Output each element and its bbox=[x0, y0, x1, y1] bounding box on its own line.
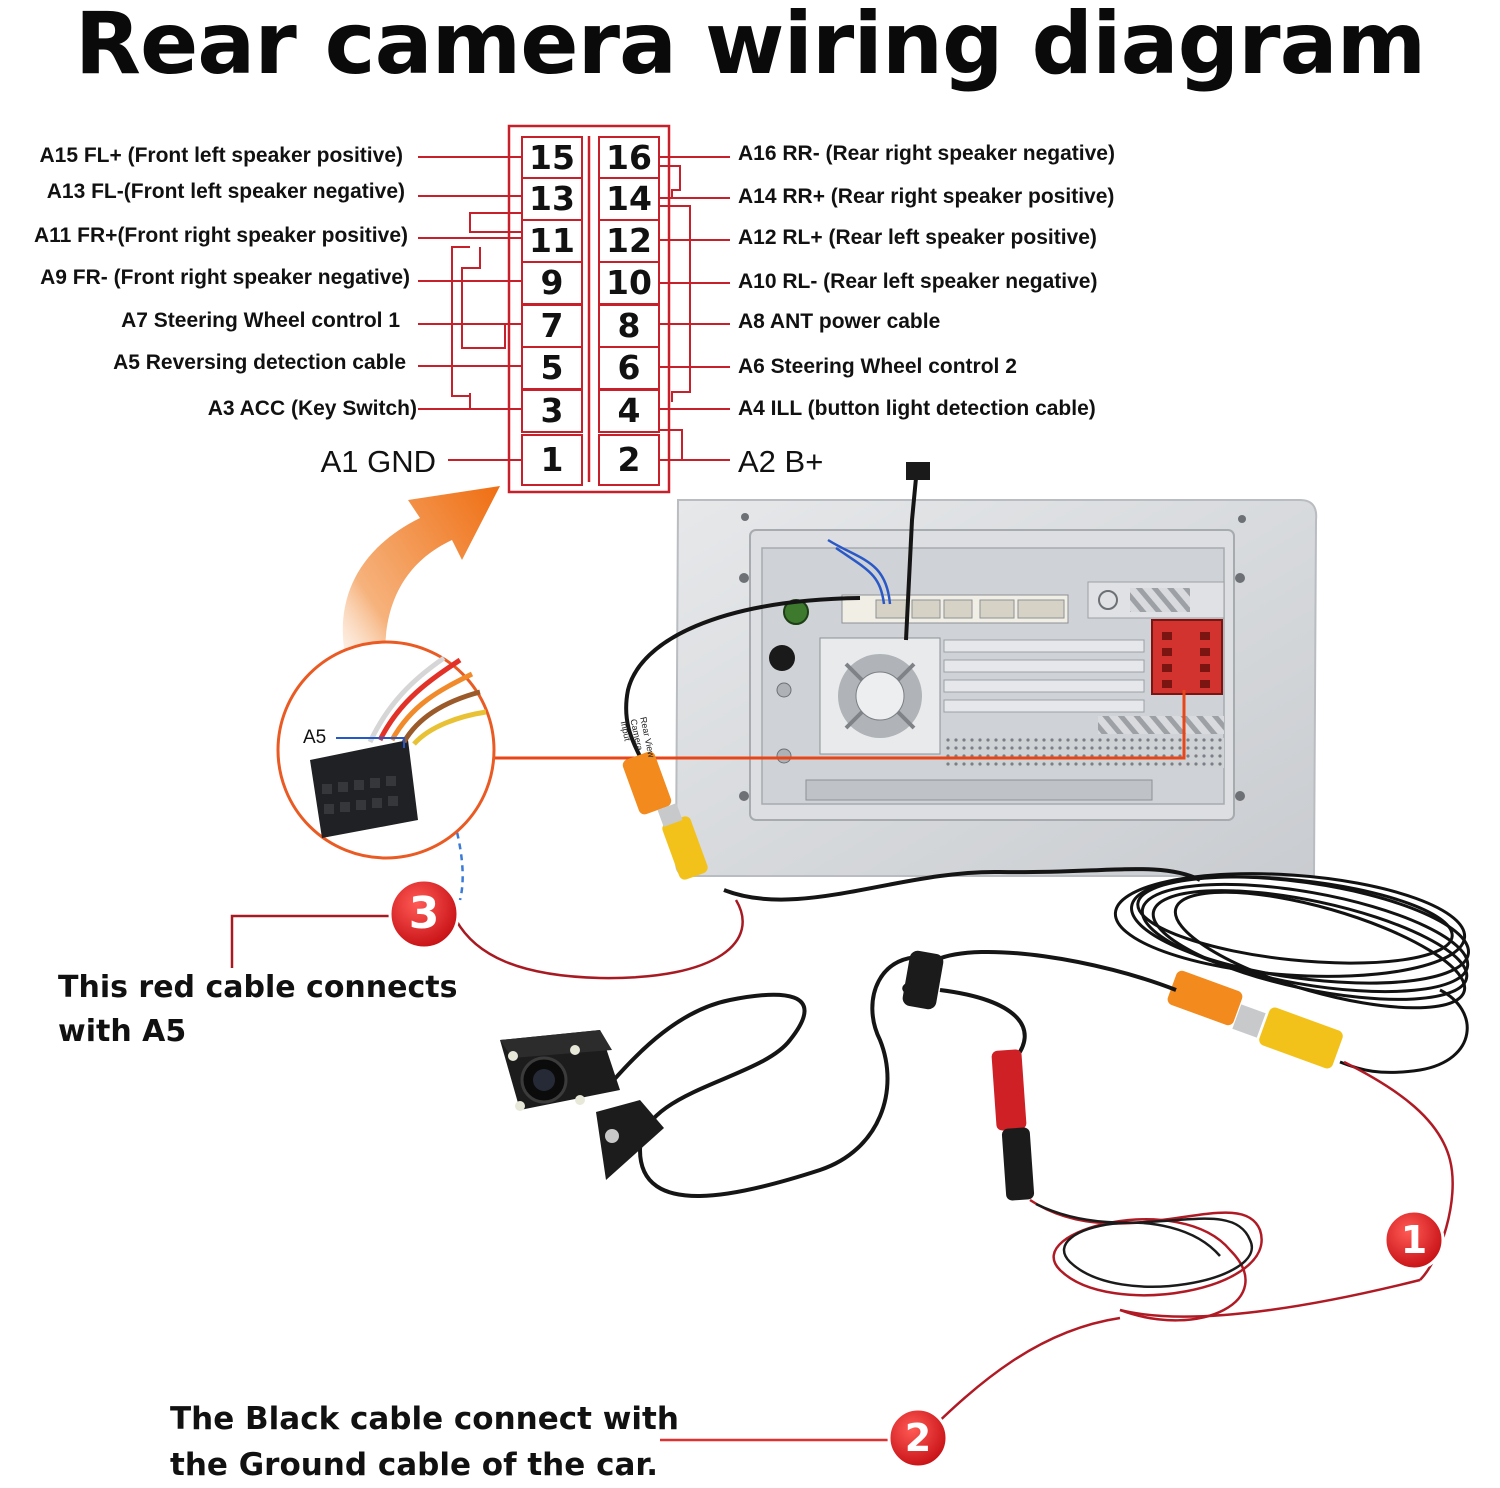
pin-label-a1: A1 GND bbox=[320, 444, 436, 479]
camera-body bbox=[500, 1030, 664, 1180]
pin-15-box: 15 bbox=[521, 136, 583, 180]
red-wire-3 bbox=[454, 899, 744, 980]
pin-6-box: 6 bbox=[598, 346, 660, 390]
pin-label-a12: A12 RL+ (Rear left speaker positive) bbox=[738, 226, 1097, 249]
pin-label-a9: A9 FR- (Front right speaker negative) bbox=[40, 266, 410, 289]
pin-5-box: 5 bbox=[521, 346, 583, 390]
rca-plug-unit bbox=[622, 751, 708, 880]
rca-plug-mid bbox=[1167, 970, 1343, 1069]
inset-a5-label: A5 bbox=[303, 727, 327, 748]
head-unit bbox=[674, 499, 1318, 877]
pin-label-a8: A8 ANT power cable bbox=[738, 310, 941, 333]
leader-line-3 bbox=[230, 914, 392, 968]
pin-label-a11: A11 FR+(Front right speaker positive) bbox=[33, 224, 408, 247]
pin-8-box: 8 bbox=[598, 304, 660, 348]
badge-3: 3 bbox=[408, 888, 440, 939]
pin-3-box: 3 bbox=[521, 389, 583, 433]
pin-label-a16: A16 RR- (Rear right speaker negative) bbox=[738, 142, 1115, 165]
badge-circles bbox=[388, 878, 1445, 1469]
page-title: Rear camera wiring diagram bbox=[74, 0, 1427, 94]
pin-13-box: 13 bbox=[521, 177, 583, 221]
pin-10-box: 10 bbox=[598, 261, 660, 305]
pin-label-a7: A7 Steering Wheel control 1 bbox=[121, 309, 400, 332]
pin-14-box: 14 bbox=[598, 177, 660, 221]
badge-1: 1 bbox=[1400, 1218, 1428, 1262]
pin-label-a3: A3 ACC (Key Switch) bbox=[207, 397, 417, 420]
power-plugs bbox=[902, 950, 1035, 1201]
camera-cable bbox=[610, 950, 1177, 1198]
a5-leader-line bbox=[494, 690, 1186, 760]
red-cable-note: This red cable connects with A5 bbox=[58, 966, 457, 1054]
pin-label-a13: A13 FL-(Front left speaker negative) bbox=[46, 180, 405, 203]
pin-label-a5: A5 Reversing detection cable bbox=[113, 351, 406, 374]
pin-16-box: 16 bbox=[598, 136, 660, 180]
pin-2-box: 2 bbox=[598, 434, 660, 486]
connector-outline bbox=[507, 124, 671, 494]
video-cable-unit bbox=[624, 596, 861, 771]
power-wire-tangle bbox=[919, 1060, 1454, 1441]
black-cable-note: The Black cable connect with the Ground … bbox=[170, 1396, 679, 1488]
connector-traces bbox=[418, 156, 730, 461]
pin-9-box: 9 bbox=[521, 261, 583, 305]
red-cable-note-line1: This red cable connects bbox=[58, 970, 458, 1005]
pin-label-a2: A2 B+ bbox=[738, 444, 824, 479]
pin-11-box: 11 bbox=[521, 219, 583, 263]
pin-label-a6: A6 Steering Wheel control 2 bbox=[738, 355, 1017, 378]
pin-4-box: 4 bbox=[598, 389, 660, 433]
connector-inset bbox=[276, 640, 496, 860]
pin-label-a15: A15 FL+ (Front left speaker positive) bbox=[39, 144, 403, 167]
coiled-cable bbox=[1113, 872, 1470, 1074]
pin-label-a10: A10 RL- (Rear left speaker negative) bbox=[738, 270, 1098, 293]
badge-2: 2 bbox=[904, 1416, 932, 1460]
pin-label-a14: A14 RR+ (Rear right speaker positive) bbox=[738, 185, 1115, 208]
pin-label-a4: A4 ILL (button light detection cable) bbox=[738, 397, 1096, 420]
black-cable-note-line2: the Ground cable of the car. bbox=[170, 1447, 659, 1483]
black-cable-note-line1: The Black cable connect with bbox=[170, 1401, 679, 1437]
pin-12-box: 12 bbox=[598, 219, 660, 263]
red-cable-note-line2: with A5 bbox=[58, 1014, 187, 1049]
pin-7-box: 7 bbox=[521, 304, 583, 348]
pin-1-box: 1 bbox=[521, 434, 583, 486]
power-lead bbox=[904, 477, 918, 641]
black-cable-main bbox=[723, 867, 1201, 902]
